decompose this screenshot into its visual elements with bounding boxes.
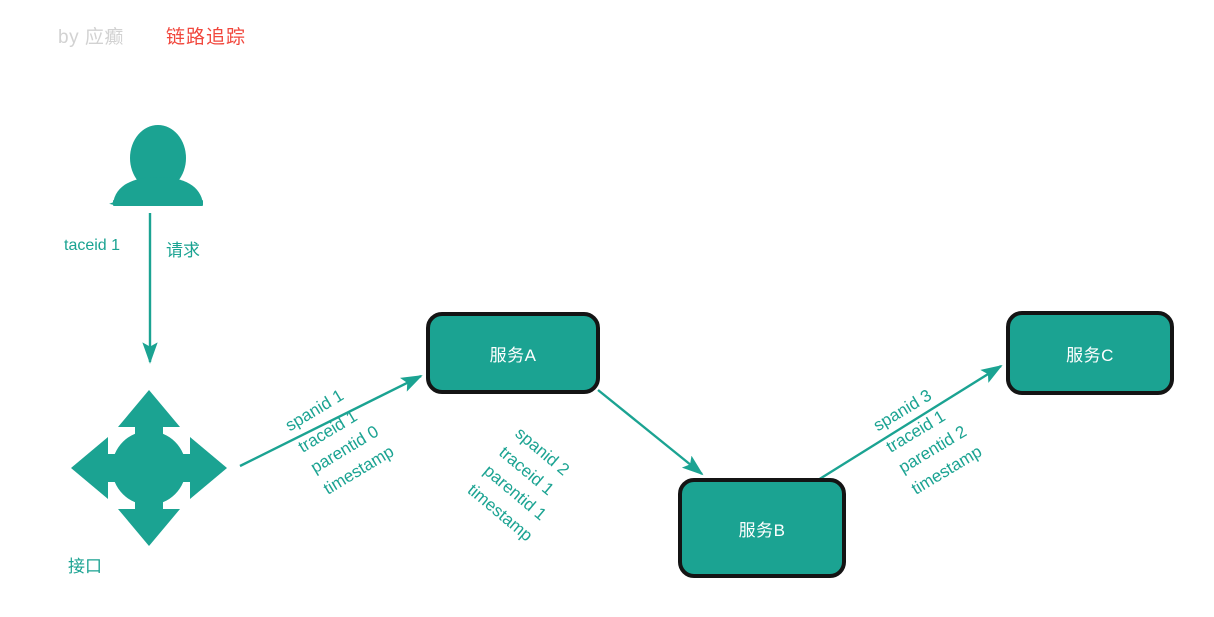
page-title: 链路追踪 xyxy=(166,27,247,48)
service-box-c[interactable]: 服务C xyxy=(1006,311,1174,395)
request-label: 请求 xyxy=(166,241,200,260)
user-icon xyxy=(109,125,203,206)
service-box-c-label: 服务C xyxy=(1066,345,1114,365)
request-traceid-label: taceid 1 xyxy=(64,237,121,254)
service-box-a-label: 服务A xyxy=(489,345,537,365)
interface-node-label: 接口 xyxy=(68,557,102,576)
byline-text: by 应癫 xyxy=(58,27,124,48)
service-box-b[interactable]: 服务B xyxy=(678,478,846,578)
edge-interface-to-service-a xyxy=(239,374,423,468)
edge-service-b-to-service-c xyxy=(817,364,1003,482)
service-box-a[interactable]: 服务A xyxy=(426,312,600,394)
service-box-b-label: 服务B xyxy=(738,520,786,540)
edge-service-a-to-service-b xyxy=(597,389,704,476)
move-arrows-icon xyxy=(71,390,227,546)
